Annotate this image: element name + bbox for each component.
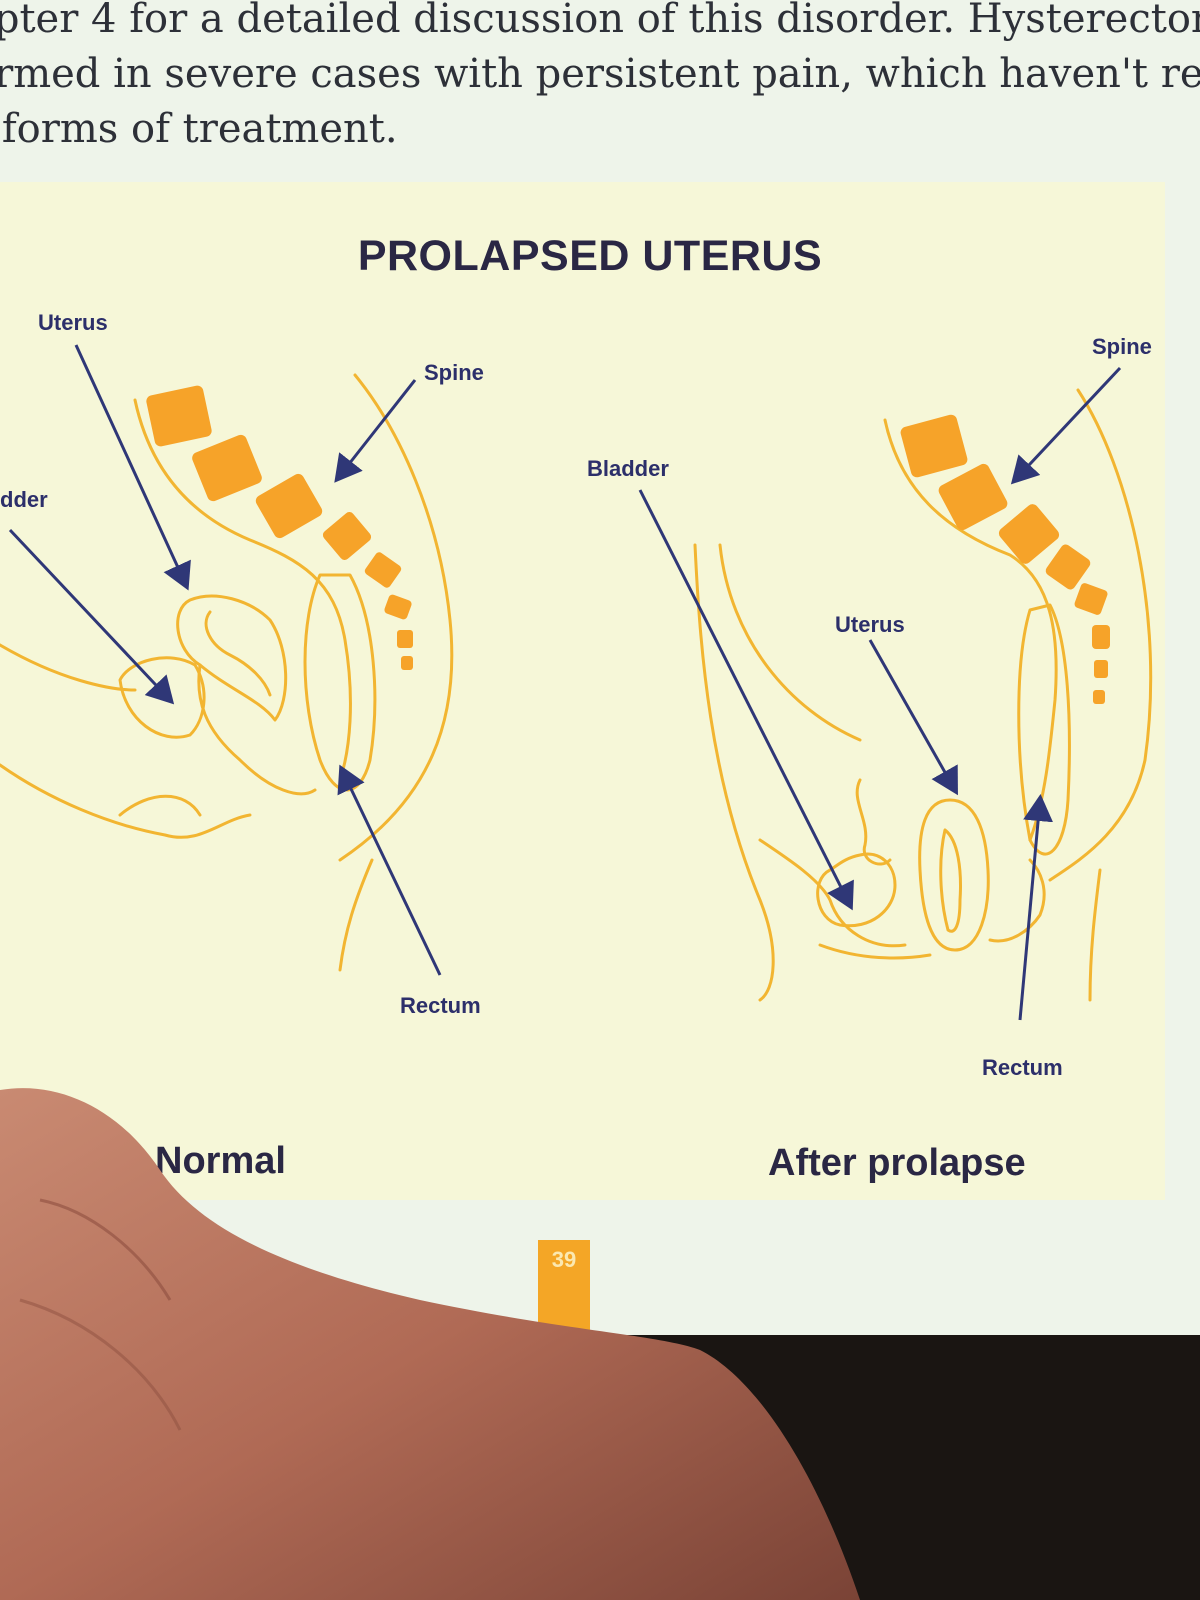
normal-arrows	[8, 344, 442, 976]
normal-back-outline	[338, 373, 454, 862]
prolapse-lower-back	[1088, 868, 1102, 1002]
book-page: apter 4 for a detailed discussion of thi…	[0, 0, 1200, 1335]
normal-bladder	[118, 656, 206, 739]
prolapse-bladder-label: Bladder	[587, 456, 669, 481]
prolapse-vertebra-1	[900, 414, 968, 478]
prolapse-caption: After prolapse	[768, 1142, 1026, 1184]
prolapse-bladder	[816, 852, 897, 928]
prolapse-spine-arrow	[1010, 366, 1122, 485]
prolapse-uterus-label: Uterus	[835, 612, 905, 637]
prolapse-vertebra-5	[1074, 583, 1108, 615]
anatomy-diagram	[0, 344, 1153, 1021]
normal-pubic	[118, 794, 202, 817]
normal-bladder-label: dder	[0, 487, 48, 512]
prolapse-vertebra-6	[1092, 625, 1110, 649]
normal-bladder-arrow	[8, 528, 175, 705]
prolapse-spine-label: Spine	[1092, 334, 1152, 359]
normal-vertebra-7	[397, 630, 413, 648]
normal-uterus-arrow	[74, 344, 191, 591]
prolapse-rectum	[1017, 603, 1071, 856]
thumb-crease-1	[39, 1198, 172, 1301]
prolapse-back-outline	[1048, 388, 1153, 882]
normal-spine	[146, 385, 413, 670]
body-text-line-3: r forms of treatment.	[0, 106, 398, 152]
prolapse-sacral-curve	[883, 418, 1058, 842]
body-text: apter 4 for a detailed discussion of thi…	[0, 0, 1200, 157]
thumb-shape	[0, 1088, 860, 1600]
prolapse-lower-curve	[818, 943, 932, 960]
body-text-line-2: ormed in severe cases with persistent pa…	[0, 51, 1200, 97]
normal-vertebra-1	[146, 385, 212, 447]
normal-uterus-inner	[204, 610, 272, 697]
thumb-crease-2	[19, 1298, 182, 1431]
prolapse-uterus-inner	[939, 828, 962, 933]
prolapse-vertebra-8	[1093, 690, 1105, 704]
prolapse-spine	[900, 414, 1110, 704]
normal-rectum-arrow	[337, 764, 442, 976]
prolapse-vertebra-3	[998, 504, 1060, 564]
normal-vertebra-3	[255, 473, 323, 539]
normal-vertebra-6	[384, 594, 412, 620]
prolapse-vertebra-4	[1045, 544, 1091, 590]
normal-caption: Normal	[155, 1140, 286, 1182]
normal-vertebra-5	[364, 552, 402, 588]
normal-spine-arrow	[334, 379, 417, 483]
normal-vertebra-2	[192, 434, 262, 502]
prolapse-anatomy	[693, 388, 1153, 1002]
normal-vaginal-canal	[197, 663, 317, 796]
normal-vertebra-4	[322, 512, 372, 560]
prolapse-rectum-arrow	[1018, 794, 1054, 1021]
body-text-line-1: apter 4 for a detailed discussion of thi…	[0, 0, 1200, 42]
normal-uterus	[176, 594, 288, 722]
prolapse-front-outline	[693, 543, 775, 1002]
normal-sacral-curve	[133, 398, 352, 782]
prolapse-arrows	[638, 366, 1122, 1021]
prolapse-abdomen-curve	[718, 543, 862, 742]
normal-rectum-label: Rectum	[400, 993, 481, 1018]
normal-uterus-label: Uterus	[38, 310, 108, 335]
normal-spine-label: Spine	[424, 360, 484, 385]
prolapse-uterus	[918, 798, 990, 952]
figure-title: PROLAPSED UTERUS	[357, 232, 823, 280]
figure-panel	[0, 182, 1165, 1200]
normal-lower-back	[338, 858, 374, 972]
normal-vertebra-8	[401, 656, 413, 670]
normal-abdomen-line	[0, 643, 137, 692]
prolapse-vertebra-2	[938, 463, 1008, 531]
prolapse-uterus-arrow	[868, 639, 958, 796]
prolapse-bladder-folds	[855, 778, 892, 866]
page-number: 39	[538, 1240, 590, 1335]
prolapse-bladder-arrow	[638, 489, 854, 911]
prolapse-vertebra-7	[1094, 660, 1108, 678]
prolapse-perineum	[988, 858, 1046, 943]
normal-perineum	[0, 763, 252, 839]
prolapse-rectum-label: Rectum	[982, 1055, 1063, 1080]
